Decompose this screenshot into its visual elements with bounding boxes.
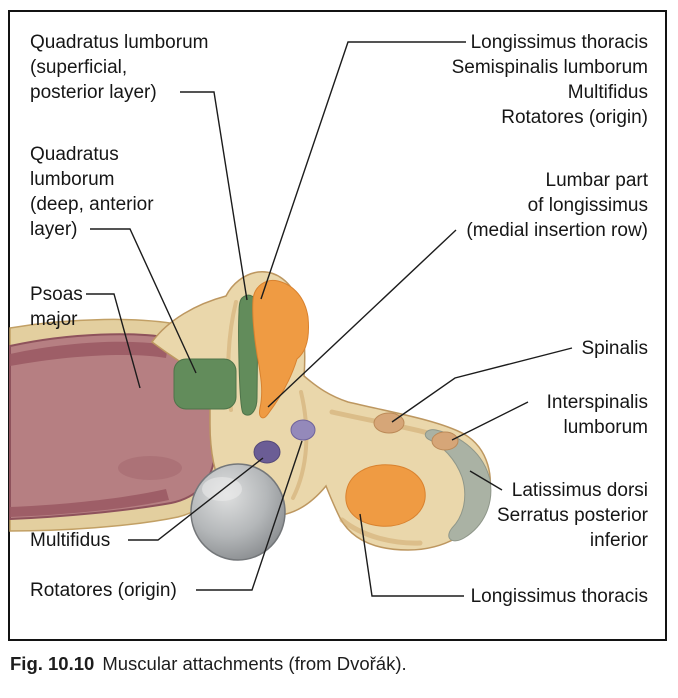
- label-psoas-major: Psoas major: [30, 284, 83, 330]
- caption-number: Fig. 10.10: [10, 653, 95, 674]
- figure-caption: Fig. 10.10 Muscular attachments (from Dvo…: [10, 653, 407, 675]
- label-interspinalis: Interspinalis lumborum: [546, 392, 648, 438]
- caption-text: Muscular attachments (from Dvořák).: [102, 653, 407, 674]
- label-lumbar-longissimus: Lumbar part of longissimus (medial inser…: [466, 170, 648, 241]
- label-spinalis: Spinalis: [581, 338, 648, 359]
- label-rotatores: Rotatores (origin): [30, 580, 177, 601]
- label-quadratus-superficial: Quadratus lumborum (superficial, posteri…: [30, 32, 209, 103]
- label-quadratus-deep: Quadratus lumborum (deep, anterior layer…: [30, 144, 154, 240]
- label-longissimus-group: Longissimus thoracis Semispinalis lumbor…: [451, 32, 648, 128]
- label-latissimus: Latissimus dorsi Serratus posterior infe…: [496, 480, 648, 551]
- label-multifidus: Multifidus: [30, 530, 111, 551]
- label-longissimus-thoracis: Longissimus thoracis: [470, 586, 648, 607]
- figure-frame: [8, 10, 667, 641]
